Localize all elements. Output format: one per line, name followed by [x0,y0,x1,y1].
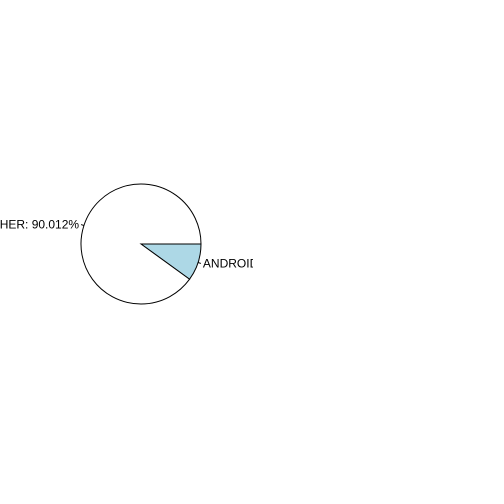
pie-label-tick-other [80,224,85,226]
pie-label-other: OTHER: 90.012% [0,218,79,232]
pie-label-android: ANDROID [203,256,259,270]
pie-label-tick-android [197,262,202,264]
pie-slice-other [80,183,202,305]
